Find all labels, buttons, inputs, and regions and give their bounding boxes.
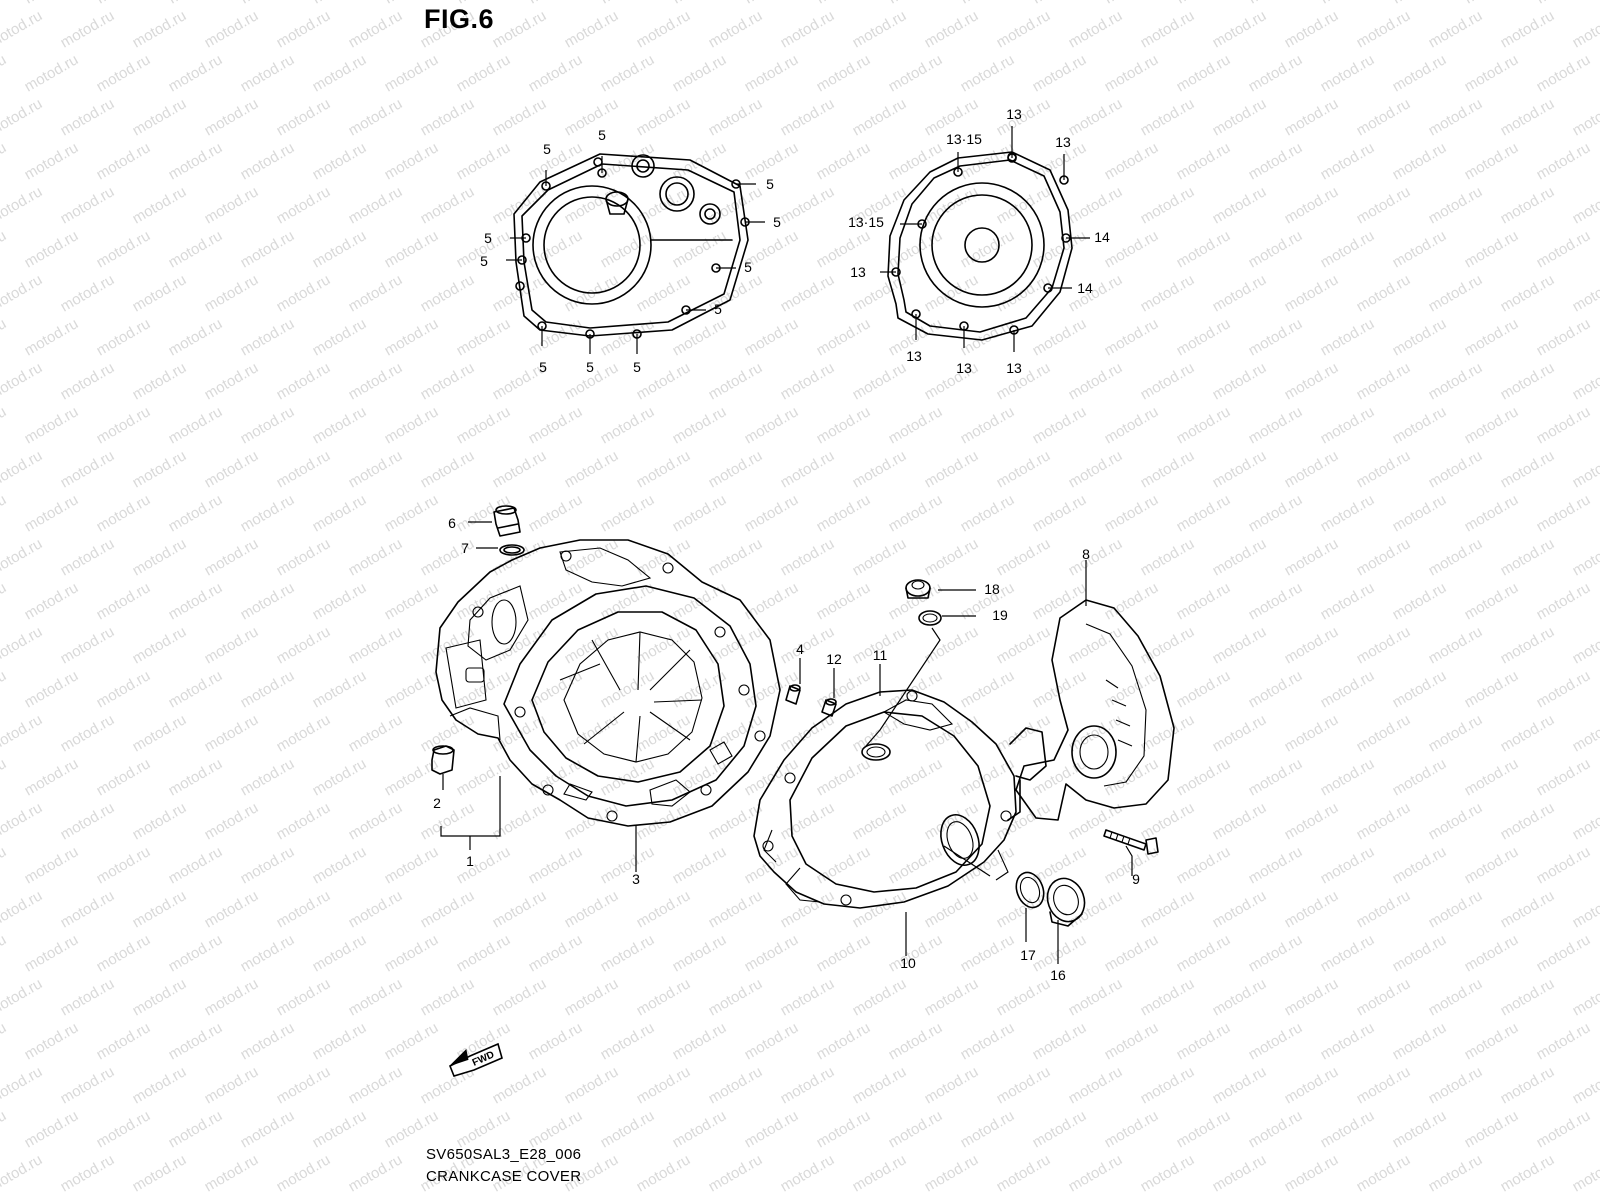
- part-number-label: 5: [539, 359, 547, 375]
- part-number-label: 18: [984, 581, 1000, 597]
- part-number-label: 7: [461, 540, 469, 556]
- part-number-label: 13: [850, 264, 866, 280]
- figure-title: FIG.6: [424, 4, 495, 34]
- mounting-bolt: [1103, 829, 1159, 855]
- part-number-label: 10: [900, 955, 916, 971]
- part-number-label: 5: [766, 176, 774, 192]
- part-number-label: 14: [1094, 229, 1110, 245]
- part-number-label: 19: [992, 607, 1008, 623]
- part-number-label: 1: [466, 853, 474, 869]
- part-number-label: 8: [1082, 546, 1090, 562]
- part-number-label: 17: [1020, 947, 1036, 963]
- o-ring-filler: [499, 544, 525, 556]
- dowel-pin-2: [821, 698, 837, 717]
- part-number-label: 13·15: [946, 131, 982, 147]
- o-ring-top: [918, 610, 942, 626]
- clutch-gasket-callouts: 5 5 5 5 5 5 5 5 5 5 5: [480, 127, 781, 375]
- generator-gasket-callouts: 13 13 13·15 13·15 13 13 13 13 14 14: [848, 106, 1110, 376]
- clutch-cover-gasket-outline: [513, 153, 749, 337]
- cap-plug-top: [905, 579, 931, 599]
- part-number-label: 13: [1055, 134, 1071, 150]
- part-number-label: 13·15: [848, 214, 884, 230]
- part-number-label: 5: [484, 230, 492, 246]
- generator-cover-plug: [1046, 877, 1086, 927]
- o-ring-generator-plug: [1015, 871, 1045, 909]
- part-number-label: 5: [744, 259, 752, 275]
- part-number-label: 13: [906, 348, 922, 364]
- part-number-label: 16: [1050, 967, 1066, 983]
- part-number-label: 3: [632, 871, 640, 887]
- cover-guard-plate: [1015, 599, 1175, 821]
- forward-direction-badge: FWD: [448, 1042, 503, 1077]
- part-number-label: 13: [1006, 360, 1022, 376]
- generator-cover-gasket-outline: [887, 151, 1073, 341]
- part-number-label: 9: [1132, 871, 1140, 887]
- oil-filler-cap: [493, 505, 521, 537]
- part-number-label: 5: [480, 253, 488, 269]
- crankcase-cover-left: [435, 539, 781, 827]
- part-number-label: 12: [826, 651, 842, 667]
- part-number-label: 11: [873, 647, 888, 663]
- part-number-label: 5: [543, 141, 551, 157]
- dowel-pin: [785, 684, 801, 705]
- diagram-code: SV650SAL3_E28_006: [426, 1146, 582, 1163]
- part-number-label: 5: [598, 127, 606, 143]
- part-number-label: 13: [1006, 106, 1022, 122]
- plug-part: [431, 745, 455, 775]
- part-number-label: 14: [1077, 280, 1093, 296]
- bolt-hole: [593, 157, 603, 167]
- bolt-hole: [515, 281, 525, 291]
- diagram-caption: CRANKCASE COVER: [426, 1168, 582, 1185]
- part-number-label: 5: [773, 214, 781, 230]
- part-number-label: 6: [448, 515, 456, 531]
- crankcase-cover-right: [753, 689, 1047, 909]
- part-number-label: 5: [586, 359, 594, 375]
- part-number-label: 5: [633, 359, 641, 375]
- leader-lines: [440, 521, 1133, 964]
- part-number-label: 5: [714, 301, 722, 317]
- part-number-label: 2: [433, 795, 441, 811]
- part-number-label: 4: [796, 641, 804, 657]
- part-number-label: 13: [956, 360, 972, 376]
